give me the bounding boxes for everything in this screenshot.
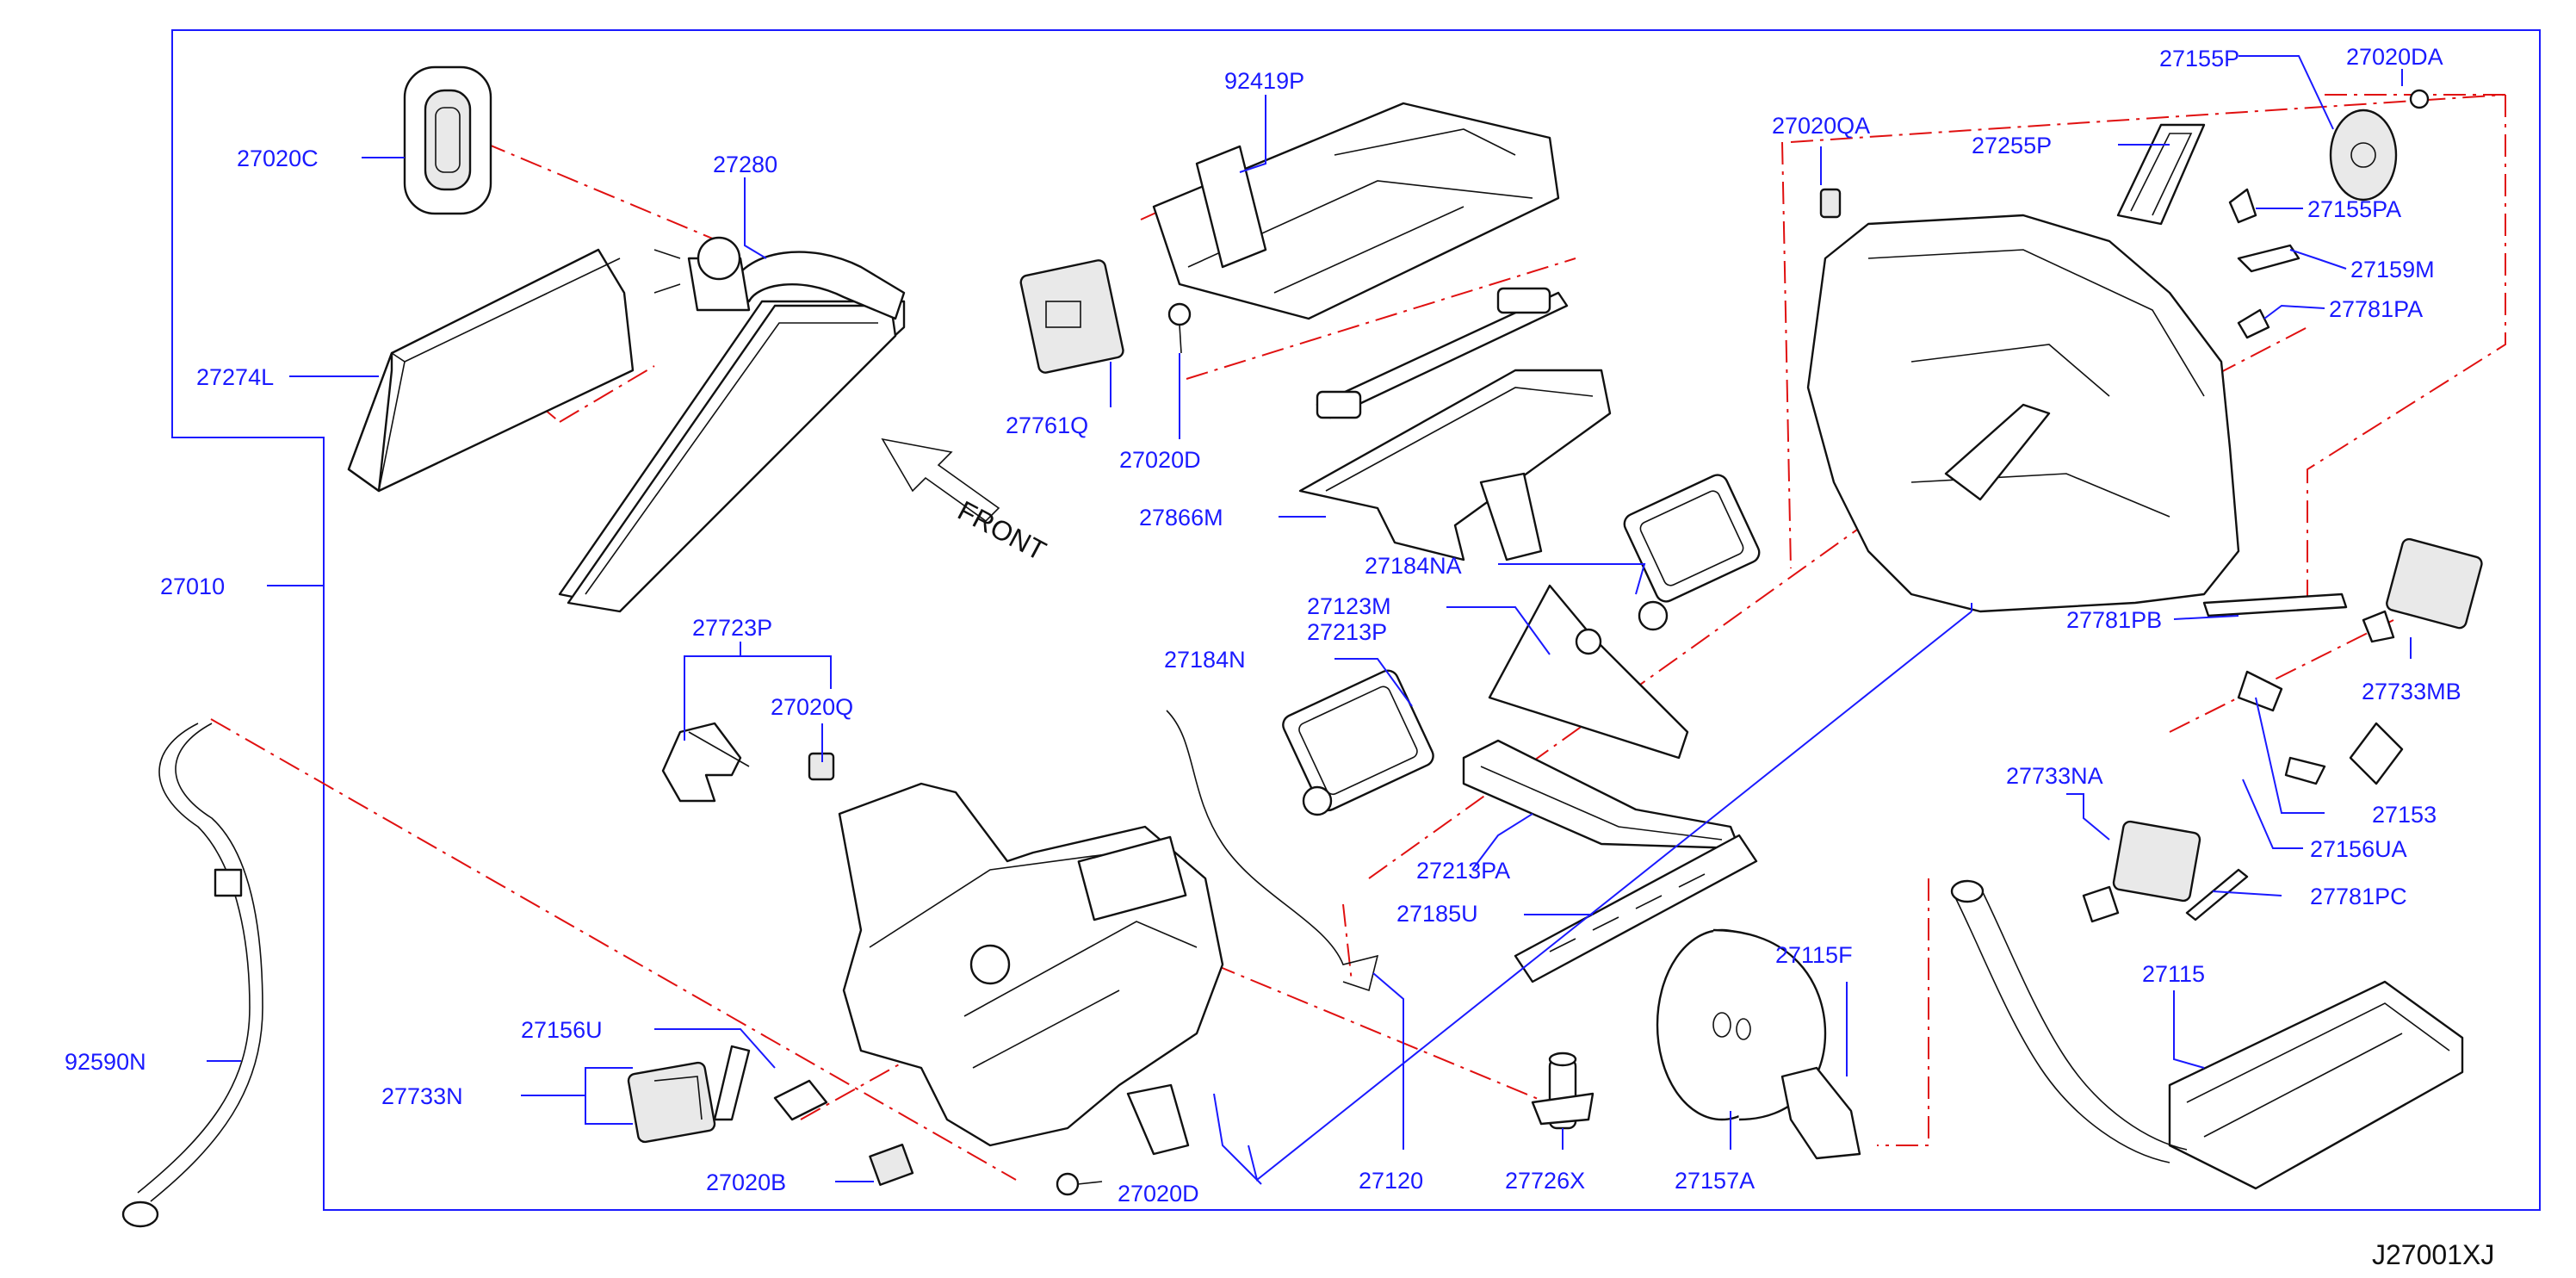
label-27733n: 27733N (381, 1083, 463, 1109)
diagram-id: J27001XJ (2372, 1239, 2494, 1270)
duct-27866m (1298, 369, 1612, 561)
screw-27020d-bottom (1056, 1172, 1103, 1196)
actuator-27733mb (2362, 537, 2483, 643)
label-27866m: 27866M (1139, 505, 1223, 530)
label-27157a: 27157A (1675, 1168, 1755, 1194)
resistor-27761q (1019, 259, 1124, 374)
label-27781pa: 27781PA (2329, 296, 2423, 322)
upper-housing-right (1806, 214, 2240, 613)
filter-27274l (347, 248, 635, 493)
label-27155pa: 27155PA (2307, 196, 2401, 222)
label-27184na: 27184NA (1365, 553, 1462, 579)
label-27020d-top: 27020D (1119, 447, 1201, 473)
label-27020b: 27020B (706, 1169, 786, 1195)
lever-27156ua (2284, 756, 2326, 785)
vent-27185u (1514, 834, 1758, 983)
label-27020da: 27020DA (2346, 44, 2443, 70)
label-27723p: 27723P (692, 615, 772, 641)
label-27020q: 27020Q (771, 694, 853, 720)
door-27123m-27213p (1488, 584, 1689, 760)
actuator-27733na (2082, 820, 2201, 923)
door-27255p (2116, 123, 2206, 226)
label-27123m: 27123M (1307, 593, 1391, 619)
blower-housing-92419p (1152, 102, 1560, 320)
label-27115f: 27115F (1775, 942, 1853, 968)
lever-27153 (2237, 670, 2404, 785)
actuator-27155p (2329, 89, 2430, 202)
label-27733na: 27733NA (2006, 763, 2103, 789)
part-labels: 27020C 27280 27274L 27010 92419P 27761Q … (65, 44, 2461, 1207)
evaporator-27280 (558, 236, 906, 613)
label-27156u: 27156U (521, 1017, 603, 1043)
label-27781pb: 27781PB (2066, 607, 2162, 633)
actuator-27733n (627, 1061, 716, 1144)
label-27153: 27153 (2372, 802, 2437, 828)
label-92590n: 92590N (65, 1049, 146, 1075)
clip-27115f (1780, 1066, 1861, 1160)
label-27020c: 27020C (237, 146, 319, 171)
label-27726x: 27726X (1505, 1168, 1585, 1194)
heater-case (838, 782, 1224, 1156)
wire-27120 (1166, 710, 1379, 992)
label-27255p: 27255P (1972, 133, 2052, 158)
link-bar-27866m (1316, 287, 1569, 419)
front-label: FRONT (953, 494, 1051, 567)
screw-27020d-top (1167, 302, 1192, 354)
assembly-frame (171, 29, 2541, 1211)
front-direction-arrow (881, 437, 1000, 523)
door-27213pa (1462, 739, 1741, 850)
door-27184n (1282, 669, 1434, 816)
heater-core-27115 (1950, 879, 2464, 1190)
clip-27723p (661, 722, 750, 803)
leader-lines (207, 55, 2412, 1185)
lever-27156u (713, 1045, 828, 1121)
lever-27155pa (2228, 188, 2257, 224)
label-27781pc: 27781PC (2310, 884, 2407, 909)
label-92419p: 92419P (1224, 68, 1304, 94)
label-27156ua: 27156UA (2310, 836, 2407, 862)
rod-27781pc (2185, 868, 2249, 921)
label-27184n: 27184N (1164, 647, 1246, 673)
label-27274l: 27274L (196, 364, 274, 390)
label-27120: 27120 (1359, 1168, 1423, 1194)
label-27280: 27280 (713, 152, 777, 177)
sensor-27726x (1531, 1052, 1595, 1130)
label-27010: 27010 (160, 574, 225, 599)
label-27020d-bottom: 27020D (1118, 1181, 1199, 1207)
door-27184na (1623, 474, 1761, 631)
grommet-27020c (403, 65, 492, 215)
label-27213p: 27213P (1307, 619, 1387, 645)
link-27781pa (2237, 308, 2270, 339)
label-27155p: 27155P (2159, 46, 2239, 71)
label-27185u: 27185U (1396, 901, 1478, 927)
lever-27159m (2237, 244, 2300, 273)
clip-27020b (869, 1143, 914, 1186)
label-27761q: 27761Q (1006, 413, 1088, 438)
label-27020qa: 27020QA (1772, 113, 1870, 139)
clip-27020qa (1819, 188, 1842, 219)
rod-27781pb (2202, 592, 2348, 617)
drain-hose-92590n (121, 723, 263, 1228)
label-27115: 27115 (2142, 961, 2205, 987)
label-27213pa: 27213PA (1416, 858, 1510, 884)
label-27733mb: 27733MB (2362, 679, 2461, 704)
label-27159m: 27159M (2350, 257, 2435, 282)
